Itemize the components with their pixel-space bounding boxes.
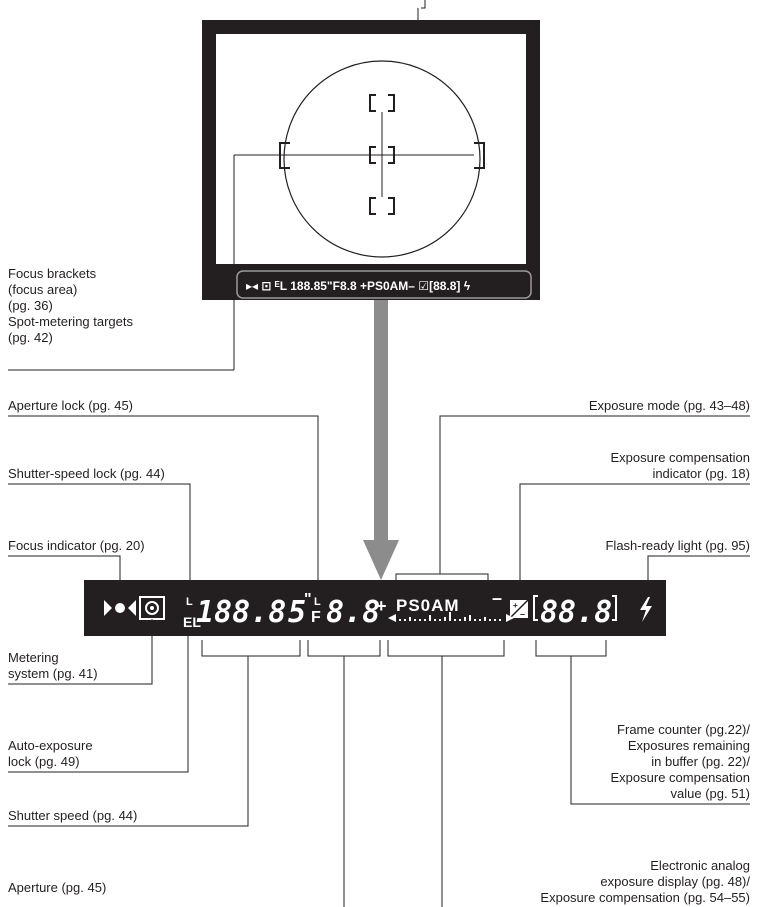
svg-text:–: – (520, 609, 525, 619)
focus-dot (115, 603, 125, 613)
lcd-shutter-suffix: 5 (288, 595, 306, 630)
aperture-lock-leader (8, 415, 319, 600)
lcd-lock-mark-aperture: L (314, 596, 321, 608)
analog-ticks (399, 612, 501, 621)
flash-bolt (640, 597, 652, 622)
exp-comp-indicator-leader (519, 483, 750, 597)
exp-comp-indicator-line-1: Exposure compensation (610, 450, 750, 465)
analog-line-2: exposure display (pg. 48)/ (600, 874, 750, 889)
lcd-el-mark: EL (183, 614, 201, 630)
lcd-f-mark: F (311, 609, 321, 626)
exp-comp-indicator-line-2: indicator (pg. 18) (652, 466, 750, 481)
frame-bracket-left (533, 595, 538, 621)
arrow-shaft (374, 300, 388, 542)
focus-triangle-left (104, 600, 112, 616)
arrow-head (363, 540, 399, 580)
lcd-plus-sign: + (376, 596, 387, 616)
analog-line-3: Exposure compensation (pg. 54–55) (540, 890, 750, 905)
label-metering-system: Metering system (pg. 41) (8, 650, 98, 682)
lcd-glyphs (104, 600, 136, 616)
frame-counter-line-2: Exposures remaining (627, 738, 750, 753)
ae-lock-line-2: lock (pg. 49) (8, 754, 80, 769)
metering-circle (145, 601, 159, 615)
frame-counter-leader (570, 656, 750, 805)
shutter-speed-leader (8, 656, 249, 827)
label-frame-counter: Frame counter (pg.22)/ Exposures remaini… (611, 722, 750, 802)
label-focus-indicator: Focus indicator (pg. 20) (8, 538, 145, 553)
small-lcd-strip (236, 270, 532, 299)
spot-metering-line-2: (pg. 42) (8, 330, 53, 345)
focus-brackets-line-2: (focus area) (8, 282, 78, 297)
label-aperture-lock: Aperture lock (pg. 45) (8, 398, 134, 413)
frame-bracket-right (612, 595, 617, 621)
label-flash-ready: Flash-ready light (pg. 95) (605, 538, 750, 553)
metering-leader (8, 619, 153, 685)
focus-brackets-line-1: Focus brackets (8, 266, 97, 281)
exposure-mode-leader (439, 415, 750, 574)
analog-bracket (387, 640, 505, 657)
frame-counter-line-4: Exposure compensation (610, 770, 750, 785)
aperture-bracket (307, 640, 381, 657)
ae-lock-leader (8, 630, 189, 773)
top-callout-line (421, 0, 426, 9)
lcd-lock-mark-shutter: L (186, 596, 193, 608)
frame-counter-line-5: value (pg. 51) (670, 786, 751, 801)
lcd-seconds-mark: " (304, 591, 312, 608)
small-strip-text: ▸◂ ⊡ ᴱL 188.85"F8.8 +PS0AM– ☑[88.8] ϟ (246, 279, 471, 293)
analog-scale (388, 614, 514, 622)
focus-brackets-line-3: (pg. 36) (8, 298, 53, 313)
spot-metering-line-1: Spot-metering targets (8, 314, 134, 329)
label-focus-brackets: Focus brackets (focus area) (pg. 36) Spo… (8, 266, 133, 346)
svg-text:+: + (513, 601, 518, 610)
label-aperture: Aperture (pg. 45) (8, 880, 107, 895)
lcd-aperture-digits: 8.8 (326, 595, 380, 630)
label-exposure-mode: Exposure mode (pg. 43–48) (588, 398, 750, 413)
flash-ready-leader (647, 555, 750, 592)
leader-lines (8, 415, 750, 907)
shutter-lock-leader (8, 483, 191, 598)
lcd-mode-letters: PS0AM (396, 596, 460, 615)
label-shutter-speed: Shutter speed (pg. 44) (8, 808, 138, 823)
lcd-shutter-digits: 188.8 (196, 595, 286, 630)
center-weighted-circle (283, 60, 481, 258)
scale-left-arrow (388, 614, 396, 622)
metering-line-2: system (pg. 41) (8, 666, 98, 681)
ae-lock-line-1: Auto-exposure (8, 738, 93, 753)
label-ae-lock: Auto-exposure lock (pg. 49) (8, 738, 93, 770)
scale-right-arrow (506, 614, 514, 622)
label-shutter-speed-lock: Shutter-speed lock (pg. 44) (8, 466, 165, 481)
analog-line-1: Electronic analog (650, 858, 750, 873)
frame-counter-line-1: Frame counter (pg.22)/ (617, 722, 750, 737)
lcd-minus-sign: – (492, 588, 502, 608)
shutter-speed-bracket (201, 640, 301, 657)
exposure-mode-bracket (395, 573, 489, 590)
label-analog-display: Electronic analog exposure display (pg. … (540, 858, 750, 906)
large-lcd-bar (84, 580, 666, 636)
frame-counter-bracket (535, 640, 607, 657)
focus-indicator-leader (8, 555, 121, 600)
lcd-frame-digits: 88.8 (540, 595, 612, 630)
focus-triangle-right (128, 600, 136, 616)
metering-line-1: Metering (8, 650, 59, 665)
label-exp-comp-indicator: Exposure compensation indicator (pg. 18) (611, 450, 750, 482)
frame-counter-line-3: in buffer (pg. 22)/ (651, 754, 750, 769)
